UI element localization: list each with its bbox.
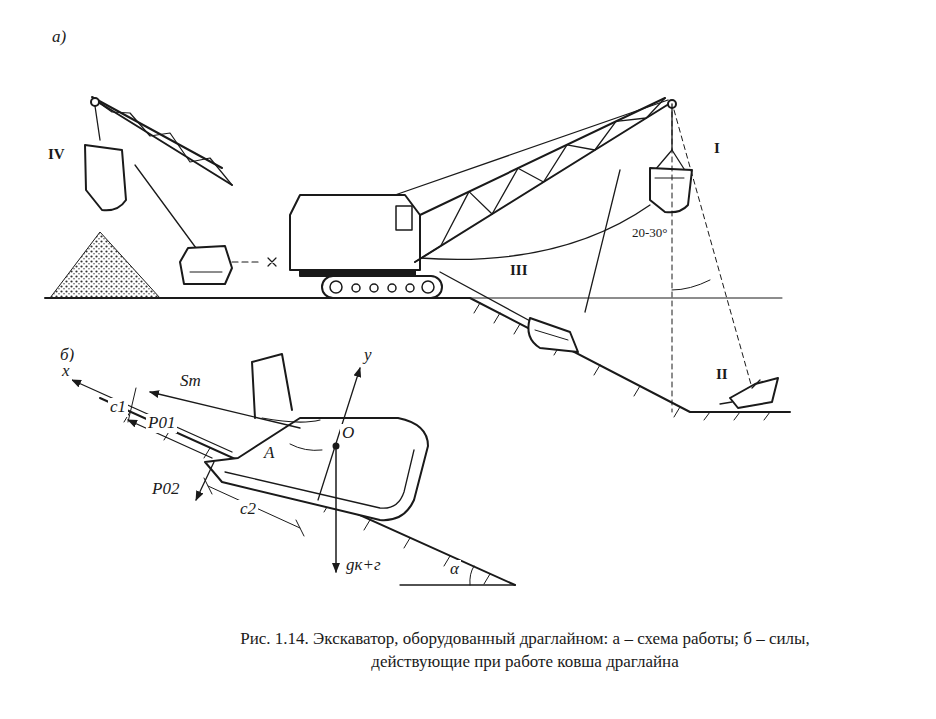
figure-label: y: [362, 346, 374, 365]
figure-label: III: [508, 262, 530, 279]
figure-label: c1: [108, 398, 128, 417]
figure-label: I: [712, 140, 722, 157]
figure-label: α: [448, 560, 461, 579]
figure-label: II: [714, 366, 730, 383]
figure-label: c2: [238, 500, 258, 519]
figure-label: A: [262, 444, 276, 463]
figure-label: O: [340, 424, 356, 443]
figure-label: 20-30°: [630, 226, 670, 240]
figure-label: P02: [150, 480, 181, 499]
figure-label: Sт: [178, 372, 203, 391]
figure-label: gк+г: [344, 556, 383, 575]
figure-caption: Рис. 1.14. Экскаватор, оборудованный дра…: [225, 628, 825, 674]
figure-label: а): [50, 28, 68, 47]
figure-label: P01: [146, 414, 177, 433]
figure-label: x: [60, 362, 72, 381]
figure-label: IV: [46, 146, 67, 163]
